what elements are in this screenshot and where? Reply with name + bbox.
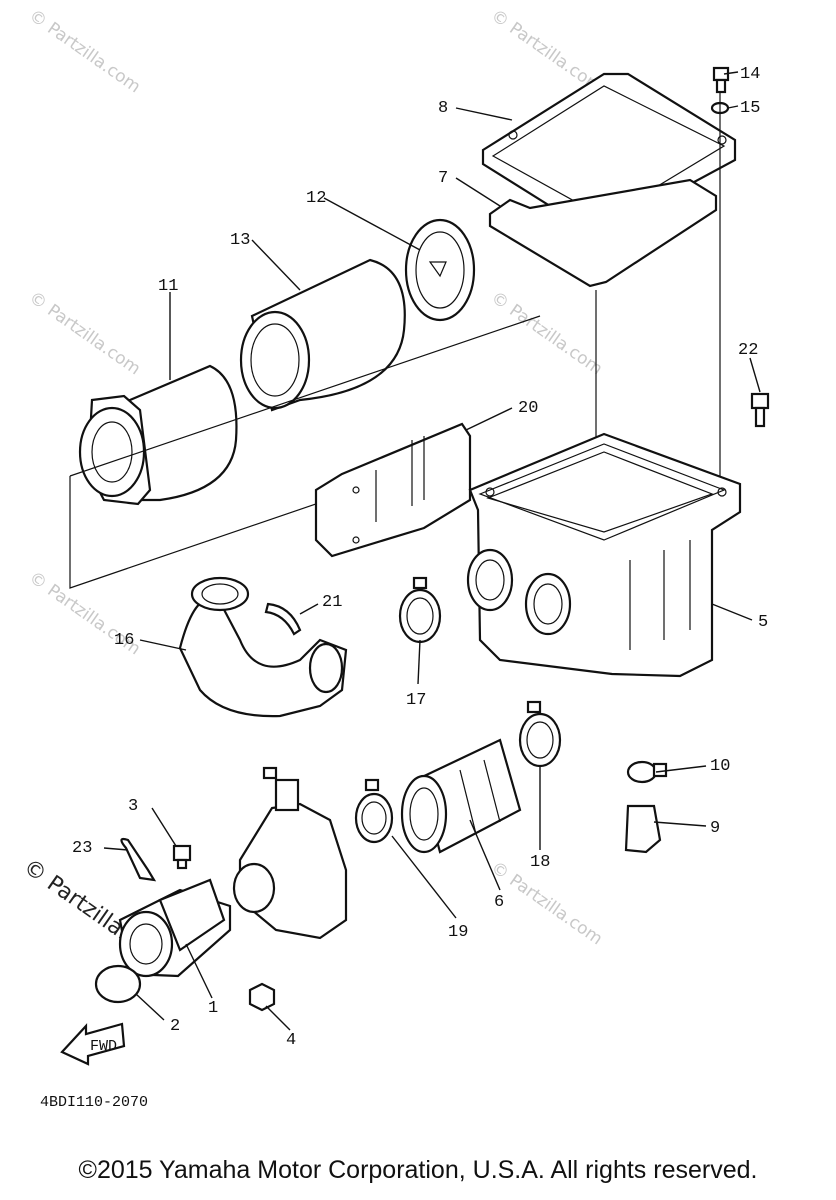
callout-1: 1	[208, 999, 218, 1018]
callout-3: 3	[128, 797, 138, 816]
part-18-clamp	[518, 700, 562, 768]
callout-2: 2	[170, 1017, 180, 1036]
callout-20: 20	[518, 399, 538, 418]
part-21-hose	[264, 602, 302, 636]
callout-14: 14	[740, 65, 760, 84]
callout-9: 9	[710, 819, 720, 838]
callout-15: 15	[740, 99, 760, 118]
part-23-band	[120, 837, 157, 882]
callout-22: 22	[738, 341, 758, 360]
leader-lines	[103, 71, 761, 1031]
callout-11: 11	[158, 277, 178, 296]
callout-13: 13	[230, 231, 250, 250]
watermark: © Partzilla.com	[25, 288, 144, 380]
part-11-filter-case	[78, 364, 238, 506]
part-5-airbox	[466, 432, 742, 678]
watermark: © Partzilla.com	[25, 6, 144, 98]
part-2-oring	[94, 964, 142, 1004]
part-6-joint	[400, 738, 522, 854]
part-14-screw	[712, 66, 730, 94]
part-12-cap	[404, 218, 476, 322]
fwd-arrow: FWD	[60, 1022, 126, 1066]
callout-16: 16	[114, 631, 134, 650]
fwd-label: FWD	[90, 1038, 117, 1055]
carburetor	[232, 766, 348, 940]
part-16-duct	[178, 576, 348, 718]
callout-6: 6	[494, 893, 504, 912]
part-17-clamp	[398, 576, 442, 644]
diagram-code: 4BDI110-2070	[40, 1094, 148, 1111]
part-3-bolt	[172, 844, 192, 870]
callout-labels: 8 7 14 15 12 13 11 22 20 5 21 16 17 10 9…	[72, 65, 768, 1050]
part-22-bolt	[750, 392, 770, 428]
part-13-filter	[239, 258, 406, 412]
callout-21: 21	[322, 593, 342, 612]
callout-18: 18	[530, 853, 550, 872]
callout-4: 4	[286, 1031, 296, 1050]
part-1-manifold	[118, 878, 232, 978]
callout-5: 5	[758, 613, 768, 632]
part-4-nut	[248, 982, 276, 1012]
part-19-clamp	[354, 778, 394, 844]
watermark: © Partzilla.com	[487, 288, 606, 380]
callout-17: 17	[406, 691, 426, 710]
callout-10: 10	[710, 757, 730, 776]
callout-23: 23	[72, 839, 92, 858]
callout-7: 7	[438, 169, 448, 188]
part-9-cap	[624, 804, 662, 854]
part-10-clamp	[626, 760, 668, 784]
copyright-notice: ©2015 Yamaha Motor Corporation, U.S.A. A…	[78, 1156, 758, 1184]
part-20-plate	[314, 422, 472, 558]
callout-12: 12	[306, 189, 326, 208]
callout-8: 8	[438, 99, 448, 118]
part-7-gasket	[488, 178, 718, 288]
callout-19: 19	[448, 923, 468, 942]
